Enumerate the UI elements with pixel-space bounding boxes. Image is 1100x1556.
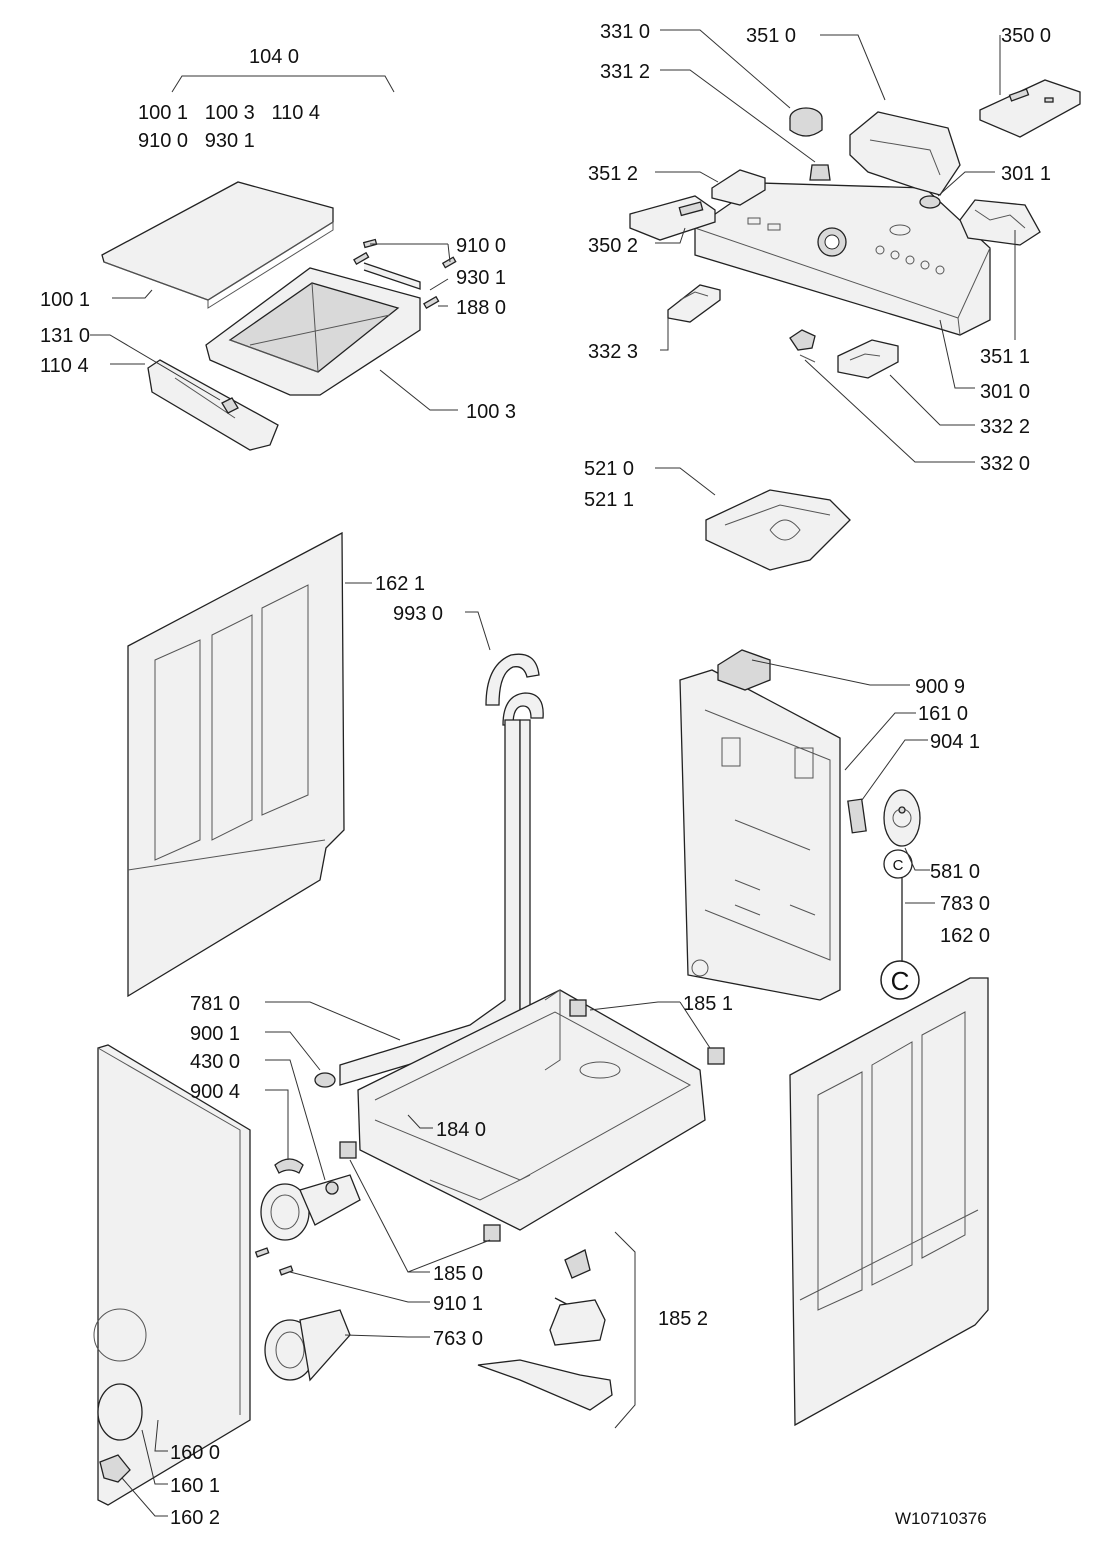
label-332-0: 332 0 bbox=[980, 453, 1030, 475]
label-993-0: 993 0 bbox=[393, 603, 443, 625]
label-185-1: 185 1 bbox=[683, 993, 733, 1015]
label-161-0: 161 0 bbox=[918, 703, 968, 725]
labels: 104 0 100 1 100 3 110 4 910 0 930 1 331 … bbox=[40, 21, 1051, 1529]
top-lid-part[interactable] bbox=[101, 181, 334, 309]
filter-763-0-part[interactable] bbox=[264, 1309, 351, 1382]
buttons-332-2-part[interactable] bbox=[837, 339, 899, 379]
clip-900-4-part[interactable] bbox=[274, 1158, 304, 1174]
label-331-0: 331 0 bbox=[600, 21, 650, 43]
label-930-1: 930 1 bbox=[456, 267, 506, 289]
label-184-0: 184 0 bbox=[436, 1119, 486, 1141]
screw-910-0-part[interactable] bbox=[362, 238, 457, 269]
label-301-0: 301 0 bbox=[980, 381, 1030, 403]
label-160-2: 160 2 bbox=[170, 1507, 220, 1529]
label-162-0: 162 0 bbox=[940, 925, 990, 947]
connector-mark-large-label: C bbox=[891, 966, 910, 996]
foot-185-0-a-part[interactable] bbox=[339, 1141, 357, 1159]
control-console-part[interactable] bbox=[694, 182, 991, 336]
clamp-900-1-part[interactable] bbox=[314, 1072, 336, 1088]
label-910-1: 910 1 bbox=[433, 1293, 483, 1315]
side-panel-162-0-part[interactable] bbox=[789, 977, 989, 1427]
knob-331-0-part[interactable] bbox=[789, 107, 823, 137]
drawing-id: W10710376 bbox=[895, 1509, 987, 1528]
lid-handle-part[interactable] bbox=[147, 359, 279, 451]
indicator-301-1-part[interactable] bbox=[919, 195, 941, 209]
label-904-1: 904 1 bbox=[930, 731, 980, 753]
label-900-4: 900 4 bbox=[190, 1081, 240, 1103]
label-910-0: 910 0 bbox=[456, 235, 506, 257]
label-351-1: 351 1 bbox=[980, 346, 1030, 368]
connector-mark-small-label: C bbox=[893, 857, 904, 874]
group-label-members-1: 100 1 100 3 110 4 bbox=[138, 102, 320, 124]
label-783-0: 783 0 bbox=[940, 893, 990, 915]
circuit-board-350-0-part[interactable] bbox=[979, 79, 1081, 138]
door-160-1-part[interactable] bbox=[97, 1383, 143, 1441]
group-label-code: 104 0 bbox=[249, 46, 299, 68]
label-160-1: 160 1 bbox=[170, 1475, 220, 1497]
foot-185-1-a-part[interactable] bbox=[569, 999, 587, 1017]
hose-guide-993-0-part[interactable] bbox=[485, 653, 544, 726]
screws-910-1-part[interactable] bbox=[254, 1247, 294, 1276]
label-188-0: 188 0 bbox=[456, 297, 506, 319]
label-100-3: 100 3 bbox=[466, 401, 516, 423]
lid-group-bracket bbox=[171, 75, 395, 93]
clamp-900-9-part[interactable] bbox=[717, 649, 771, 691]
front-panel-160-0-part[interactable] bbox=[93, 1044, 251, 1506]
label-162-1: 162 1 bbox=[375, 573, 425, 595]
label-185-0: 185 0 bbox=[433, 1263, 483, 1285]
label-900-1: 900 1 bbox=[190, 1023, 240, 1045]
kit-185-2-part[interactable] bbox=[477, 1249, 613, 1411]
buttons-332-3-part[interactable] bbox=[667, 284, 721, 323]
label-131-0: 131 0 bbox=[40, 325, 90, 347]
label-100-1: 100 1 bbox=[40, 289, 90, 311]
base-frame-184-0-part[interactable] bbox=[357, 989, 706, 1231]
clip-131-0-part[interactable] bbox=[221, 397, 239, 414]
rear-panel-161-0-part[interactable] bbox=[679, 669, 841, 1001]
label-350-0: 350 0 bbox=[1001, 25, 1051, 47]
label-185-2: 185 2 bbox=[658, 1308, 708, 1330]
drain-hose-781-0-part[interactable] bbox=[339, 719, 531, 1086]
connector-mark-large: C bbox=[880, 960, 920, 1000]
label-160-0: 160 0 bbox=[170, 1442, 220, 1464]
knob-insert-331-2-part[interactable] bbox=[809, 164, 831, 181]
pin-188-0-part[interactable] bbox=[353, 251, 440, 309]
hinge-160-2-part[interactable] bbox=[99, 1454, 131, 1483]
dispenser-521-0-part[interactable] bbox=[705, 489, 851, 571]
bracket-351-2-part[interactable] bbox=[711, 169, 766, 206]
label-351-0: 351 0 bbox=[746, 25, 796, 47]
label-763-0: 763 0 bbox=[433, 1328, 483, 1350]
label-351-2: 351 2 bbox=[588, 163, 638, 185]
hinge-rod-930-1-part[interactable] bbox=[363, 262, 421, 290]
bracket-351-1-part[interactable] bbox=[959, 199, 1041, 246]
part-904-1[interactable] bbox=[847, 798, 867, 834]
foot-185-1-b-part[interactable] bbox=[707, 1047, 725, 1065]
group-label-members-2: 910 0 930 1 bbox=[138, 130, 255, 152]
label-521-1: 521 1 bbox=[584, 489, 634, 511]
label-900-9: 900 9 bbox=[915, 676, 965, 698]
label-521-0: 521 0 bbox=[584, 458, 634, 480]
label-332-2: 332 2 bbox=[980, 416, 1030, 438]
pressure-switch-581-0-part[interactable] bbox=[883, 789, 921, 847]
label-781-0: 781 0 bbox=[190, 993, 240, 1015]
label-350-2: 350 2 bbox=[588, 235, 638, 257]
foot-185-0-b-part[interactable] bbox=[483, 1224, 501, 1242]
buttons-332-0-part[interactable] bbox=[789, 329, 816, 363]
label-581-0: 581 0 bbox=[930, 861, 980, 883]
side-panel-162-1-part[interactable] bbox=[127, 531, 345, 998]
label-332-3: 332 3 bbox=[588, 341, 638, 363]
lid-frame-part[interactable] bbox=[205, 267, 421, 396]
label-331-2: 331 2 bbox=[600, 61, 650, 83]
label-430-0: 430 0 bbox=[190, 1051, 240, 1073]
bracket-351-0-part[interactable] bbox=[849, 111, 961, 196]
label-301-1: 301 1 bbox=[1001, 163, 1051, 185]
label-110-4: 110 4 bbox=[40, 355, 89, 377]
circuit-board-350-2-part[interactable] bbox=[629, 195, 716, 241]
drain-pump-430-0-part[interactable] bbox=[260, 1174, 361, 1241]
